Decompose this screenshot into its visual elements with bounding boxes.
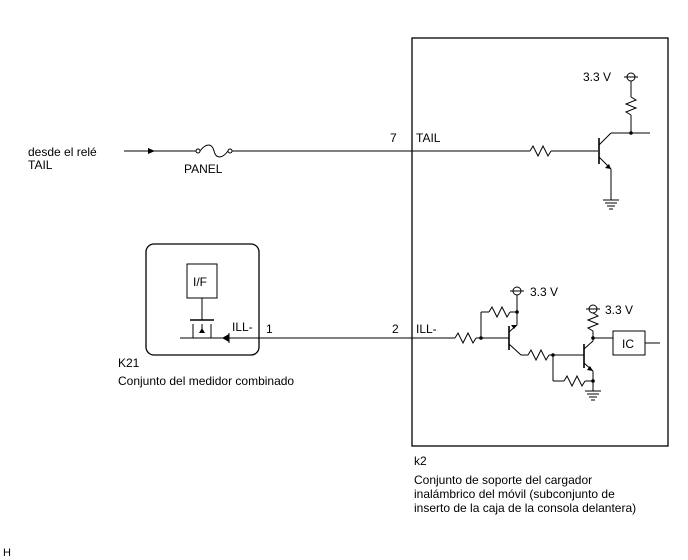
source-label-line1: desde el relé [28,145,97,159]
panel-fuse [195,144,233,158]
voltage-top-label: 3.3 V [583,70,611,84]
ill-output-circuit [414,286,660,401]
k2-ill-pin-label: ILL- [416,322,437,336]
voltage-right-label: 3.3 V [605,303,633,317]
k21-ill-pin-label: ILL- [232,320,253,334]
pullup-resistor-top [624,96,638,116]
k2-name-line3: inserto de la caja de la consola delante… [414,501,636,515]
tail-resistor [529,144,552,158]
k2-ill-pin-number: 2 [392,322,399,336]
k2-id: k2 [414,454,427,468]
k21-box [145,243,260,356]
fuse-label: PANEL [184,162,223,176]
k2-tail-pin-label: TAIL [416,131,441,145]
if-label: I/F [193,275,207,289]
if-block [186,263,218,299]
k2-name-line1: Conjunto de soporte del cargador [414,473,592,487]
tail-pin-number: 7 [390,131,397,145]
tail-input-circuit [529,72,650,210]
k21-id: K21 [118,356,140,370]
corner-mark: H [3,547,11,559]
voltage-mid-label: 3.3 V [530,285,558,299]
ill-input-resistor [454,331,477,345]
k21-name: Conjunto del medidor combinado [118,374,294,388]
k21-ill-pin-number: 1 [266,322,273,336]
ic-label: IC [622,337,634,351]
k2-name-line2: inalámbrico del móvil (subconjunto de [414,487,615,501]
k21-internal-circuit [180,263,230,343]
k2-box [411,37,669,447]
source-label-line2: TAIL [28,158,53,172]
